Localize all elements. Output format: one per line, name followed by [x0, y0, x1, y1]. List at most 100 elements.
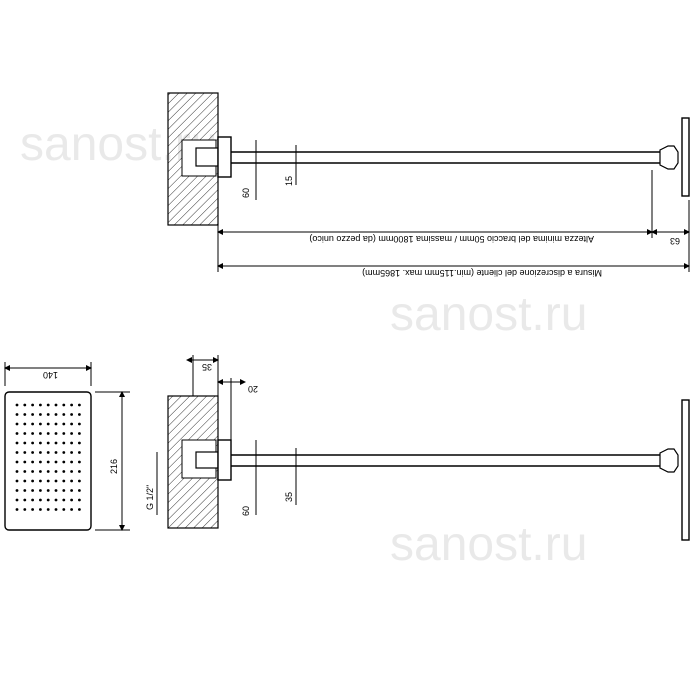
nozzle-dot	[70, 498, 73, 502]
nozzle-dot	[46, 413, 50, 416]
nozzle-dot	[31, 432, 34, 435]
nozzle-dot	[15, 460, 19, 464]
elbow-fitting-top	[195, 147, 219, 167]
nozzle-dot	[23, 403, 27, 407]
nozzle-dot	[39, 479, 42, 483]
nozzle-dot	[39, 403, 42, 407]
nozzle-dot	[23, 489, 27, 492]
front-view: 140 216	[4, 362, 130, 531]
nozzle-dot	[31, 498, 34, 502]
nozzle-dot	[46, 508, 50, 511]
nozzle-dot	[70, 460, 73, 464]
nozzle-grid	[15, 403, 81, 511]
watermark-2: sanost.ru	[390, 288, 587, 341]
nozzle-dot	[70, 489, 73, 492]
dim-60-top: 60	[241, 188, 251, 198]
nozzle-dot	[46, 498, 50, 502]
nozzle-dot	[46, 460, 50, 464]
nozzle-dot	[46, 489, 50, 492]
nozzle-dot	[46, 432, 50, 435]
nozzle-dot	[15, 422, 19, 426]
nozzle-dot	[46, 470, 50, 473]
nozzle-dot	[78, 470, 81, 473]
dim-60-side: 60	[241, 506, 251, 516]
dim-15-top: 15	[284, 176, 294, 186]
nozzle-dot	[46, 441, 50, 445]
nozzle-dot	[39, 460, 42, 464]
elbow-fitting-side	[195, 451, 219, 469]
shower-head-side	[681, 399, 690, 541]
nozzle-dot	[39, 498, 42, 502]
nozzle-dot	[39, 422, 42, 426]
nozzle-dot	[15, 479, 19, 483]
nozzle-dot	[70, 413, 73, 416]
nozzle-dot	[46, 479, 50, 483]
nozzle-dot	[15, 489, 19, 492]
nozzle-dot	[54, 460, 58, 464]
nozzle-dot	[54, 441, 58, 445]
nozzle-dot	[23, 498, 27, 502]
dim-35-top: 35	[202, 362, 212, 372]
nozzle-dot	[15, 508, 19, 511]
nozzle-dot	[39, 508, 42, 511]
nozzle-dot	[15, 413, 19, 416]
nozzle-dot	[15, 498, 19, 502]
nozzle-dot	[31, 403, 34, 407]
nozzle-dot	[39, 470, 42, 473]
watermark-3: sanost.ru	[390, 518, 587, 571]
nozzle-dot	[39, 413, 42, 416]
nozzle-dot	[62, 432, 66, 435]
nozzle-dot	[31, 508, 34, 511]
nozzle-dot	[70, 441, 73, 445]
nozzle-dot	[78, 432, 81, 435]
nozzle-dot	[78, 498, 81, 502]
nozzle-dot	[78, 422, 81, 426]
nozzle-dot	[70, 470, 73, 473]
thread-size: G 1/2"	[145, 485, 155, 510]
nozzle-dot	[23, 413, 27, 416]
dim-35-side: 35	[284, 492, 294, 502]
arm-note: Altezza minima del braccio 50mm / massim…	[309, 234, 594, 244]
side-view: 35 20 60 35 G 1/2"	[145, 355, 690, 541]
nozzle-dot	[23, 479, 27, 483]
nozzle-dot	[54, 470, 58, 473]
nozzle-dot	[15, 470, 19, 473]
nozzle-dot	[54, 489, 58, 492]
dim-width: 140	[43, 370, 58, 380]
nozzle-dot	[31, 470, 34, 473]
nozzle-dot	[39, 441, 42, 445]
dim-20: 20	[248, 384, 258, 394]
nozzle-dot	[39, 451, 42, 454]
wall-flange-side	[217, 439, 232, 481]
nozzle-dot	[62, 422, 66, 426]
nozzle-dot	[31, 441, 34, 445]
nozzle-dot	[78, 413, 81, 416]
nozzle-dot	[23, 441, 27, 445]
nozzle-dot	[70, 403, 73, 407]
nozzle-dot	[62, 479, 66, 483]
wall-flange-top	[217, 136, 232, 178]
nozzle-dot	[78, 489, 81, 492]
nozzle-dot	[70, 479, 73, 483]
nozzle-dot	[62, 451, 66, 454]
nozzle-dot	[78, 451, 81, 454]
nozzle-dot	[70, 432, 73, 435]
nozzle-dot	[54, 508, 58, 511]
nozzle-dot	[78, 508, 81, 511]
nozzle-dot	[23, 451, 27, 454]
total-note: Misura a discrezione del cliente (min.11…	[362, 268, 602, 278]
nozzle-dot	[31, 460, 34, 464]
nozzle-dot	[23, 460, 27, 464]
nozzle-dot	[62, 508, 66, 511]
nozzle-dot	[15, 432, 19, 435]
nozzle-dot	[15, 403, 19, 407]
nozzle-dot	[70, 508, 73, 511]
ball-joint-side	[659, 448, 679, 473]
top-view: 60 15 Altezza minima del braccio 50mm / …	[167, 92, 690, 278]
dim-height: 216	[109, 459, 119, 474]
nozzle-dot	[78, 441, 81, 445]
nozzle-dot	[62, 489, 66, 492]
nozzle-dot	[39, 489, 42, 492]
nozzle-dot	[54, 479, 58, 483]
